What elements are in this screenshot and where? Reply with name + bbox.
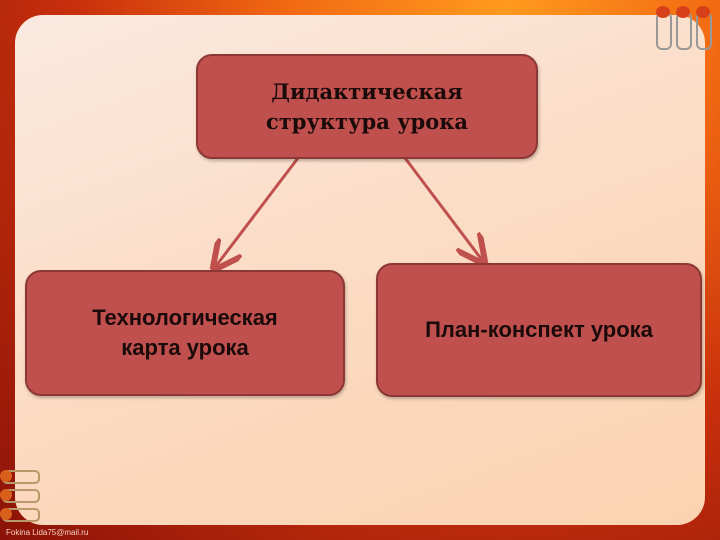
arrow-to-right — [403, 157, 482, 260]
child-node-tech-map: Технологическая карта урока — [25, 270, 345, 396]
paperclip-icon — [0, 508, 40, 522]
paperclips-decoration — [656, 6, 712, 50]
paperclip-icon — [656, 6, 672, 50]
child-label-line2: карта урока — [121, 335, 249, 360]
paperclip-icon — [696, 6, 712, 50]
child-node-lesson-plan: План-конспект урока — [376, 263, 702, 397]
root-node: Дидактическая структура урока — [196, 54, 538, 159]
paperclip-icon — [676, 6, 692, 50]
watermark: Fokina Lida75@mail.ru — [6, 528, 89, 537]
child-label-line1: Технологическая — [92, 305, 278, 330]
root-label-line1: Дидактическая — [271, 78, 463, 104]
paperclip-icon — [0, 489, 40, 503]
root-label-line2: структура урока — [265, 108, 469, 134]
arrow-to-left — [216, 157, 300, 266]
paperclips-decoration-left — [0, 470, 40, 527]
child-label: План-конспект урока — [425, 317, 653, 342]
paperclip-icon — [0, 470, 40, 484]
